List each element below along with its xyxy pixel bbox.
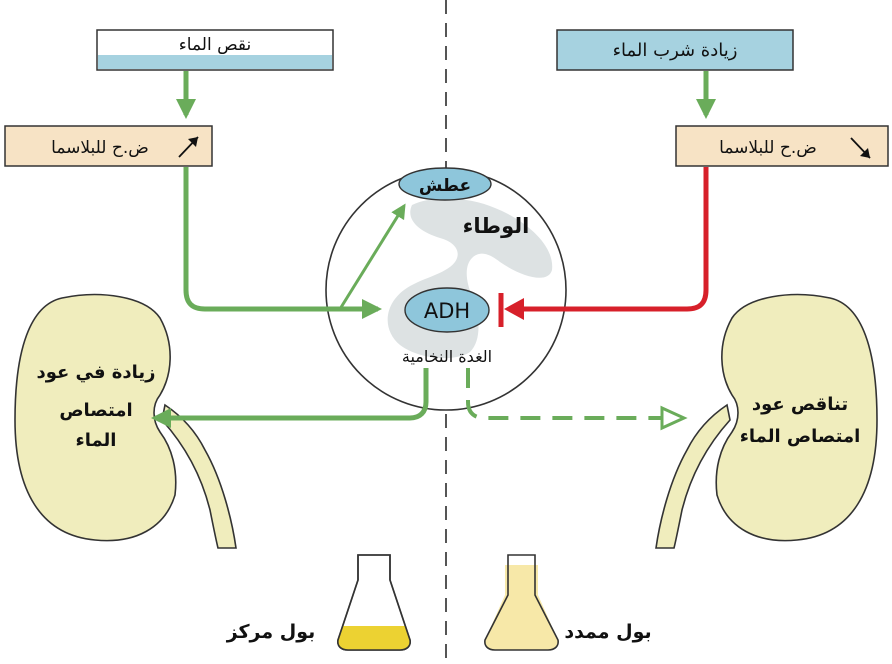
pituitary-label: الغدة النخامية — [402, 347, 492, 366]
hypothalamus-label: الوطاء — [463, 214, 530, 238]
left-kidney-line-1: زيادة في عود — [36, 362, 155, 383]
thirst-bubble — [398, 167, 492, 201]
right-inhibition-arrow — [524, 167, 709, 312]
left-to-adh-arrow — [183, 167, 382, 319]
left-kidney-line-3: الماء — [76, 430, 117, 451]
right-plasma-box: ض.ح للبلاسما — [675, 125, 889, 167]
right-stimulus-box: زيادة شرب الماء — [556, 29, 794, 71]
inhibition-head — [504, 298, 524, 320]
left-kidney — [14, 293, 237, 549]
right-plasma-text: ض.ح للبلاسما — [719, 138, 817, 158]
concentrated-urine-flask — [337, 554, 411, 651]
left-stimulus-box: نقص الماء — [96, 29, 334, 71]
arrow-up-icon — [178, 136, 199, 158]
dilute-urine-flask — [484, 554, 559, 651]
adh-label: ADH — [424, 299, 470, 323]
left-plasma-text: ض.ح للبلاسما — [51, 138, 149, 158]
left-stimulus-text: نقص الماء — [179, 35, 251, 55]
left-kidney-line-2: امتصاص — [59, 400, 132, 421]
right-kidney — [655, 293, 878, 549]
right-stimulus-text: زيادة شرب الماء — [613, 40, 738, 61]
concentrated-urine-label: بول مركز — [226, 621, 316, 643]
right-kidney-line-1: تناقص عود — [752, 394, 848, 415]
adh-to-left-kidney-arrow — [151, 368, 429, 428]
thirst-label: عطش — [419, 176, 471, 196]
dilute-urine-label: بول ممدد — [564, 621, 651, 643]
adh-to-thirst-arrow — [338, 203, 406, 310]
arrow-down-icon — [850, 137, 871, 159]
adh-to-right-kidney-dashed-arrow — [466, 368, 662, 420]
right-kidney-line-2: امتصاص الماء — [740, 426, 861, 447]
dashed-arrow-head — [660, 405, 688, 431]
adh-bubble — [404, 287, 490, 333]
left-plasma-box: ض.ح للبلاسما — [4, 125, 213, 167]
